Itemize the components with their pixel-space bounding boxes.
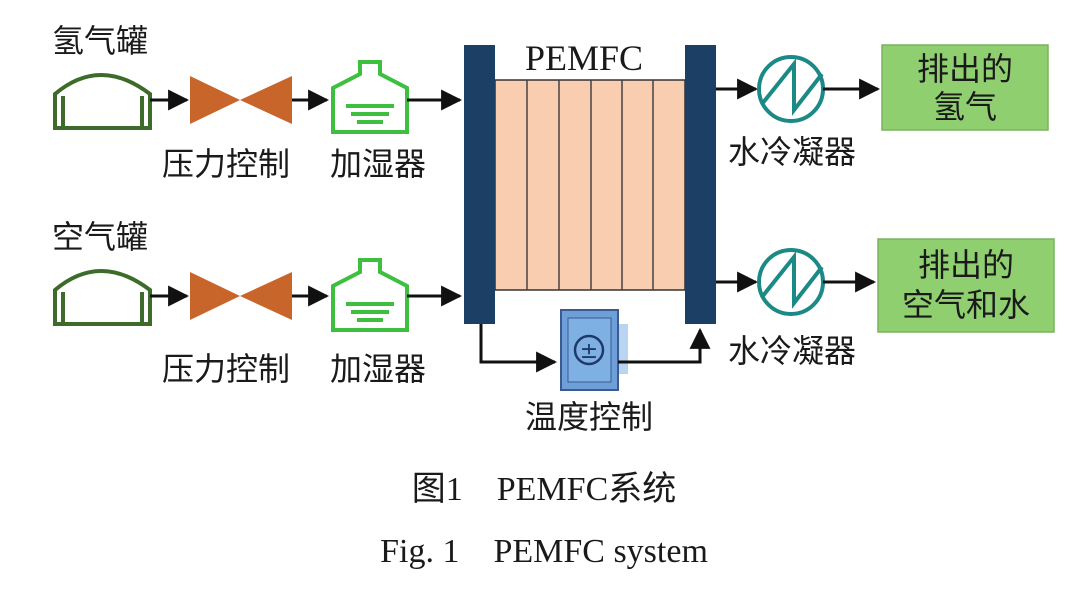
air-tank-label: 空气罐: [52, 218, 148, 256]
caption-en: Fig. 1 PEMFC system: [380, 533, 708, 570]
exhaust-h2-box: 排出的 氢气: [881, 44, 1049, 131]
condenser-1-icon: [757, 55, 825, 123]
condenser-1-label: 水冷凝器: [728, 133, 856, 171]
h2-humidifier-icon: [331, 60, 409, 134]
condenser-2-label: 水冷凝器: [728, 332, 856, 370]
temp-loop-out: [618, 327, 711, 364]
temp-loop-in: [479, 324, 558, 373]
h2-humidifier-label: 加湿器: [330, 145, 426, 183]
stack-right-plate: [685, 45, 716, 324]
h2-pressure-label: 压力控制: [162, 145, 290, 183]
exhaust-air-box: 排出的 空气和水: [877, 238, 1055, 333]
temp-symbol: ±: [580, 339, 598, 364]
air-valve-icon: [190, 272, 292, 320]
h2-tank-label: 氢气罐: [52, 22, 148, 60]
temp-control-label: 温度控制: [525, 398, 653, 436]
temp-control-box: ±: [560, 309, 628, 391]
stack-label: PEMFC: [525, 38, 643, 78]
air-tank-icon: [53, 269, 152, 326]
h2-valve-icon: [190, 76, 292, 124]
condenser-2-icon: [757, 248, 825, 316]
pemfc-stack: [464, 45, 716, 324]
air-humidifier-icon: [331, 258, 409, 332]
svg-text:空气和水: 空气和水: [902, 286, 1030, 324]
air-humidifier-label: 加湿器: [330, 350, 426, 388]
svg-text:排出的: 排出的: [918, 246, 1014, 284]
caption-cn: 图1 PEMFC系统: [412, 470, 677, 508]
svg-text:排出的: 排出的: [917, 50, 1013, 88]
svg-text:氢气: 氢气: [933, 88, 997, 126]
h2-tank-icon: [53, 73, 152, 130]
air-pressure-label: 压力控制: [162, 350, 290, 388]
stack-left-plate: [464, 45, 495, 324]
